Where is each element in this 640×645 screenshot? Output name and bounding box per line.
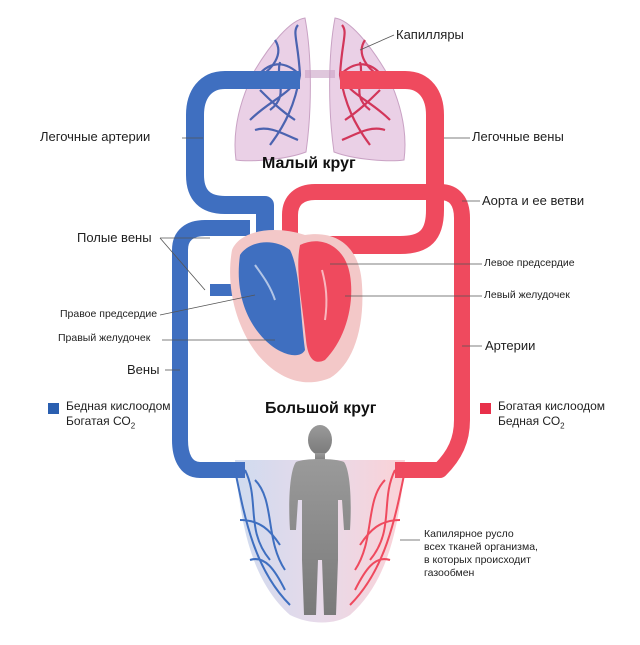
right-ventricle-label: Правый желудочек xyxy=(58,332,151,344)
small-circle-label: Малый круг xyxy=(262,155,356,172)
legend-poor-line1: Бедная кислоодом xyxy=(66,399,171,413)
legend-rich-line2: Бедная СО2 xyxy=(498,414,565,431)
left-atrium-label: Левое предсердие xyxy=(484,257,575,269)
big-circle-label: Большой круг xyxy=(265,400,377,417)
capillary-bed-line-2: всех тканей организма, xyxy=(424,541,538,553)
vena-cava-label: Полые вены xyxy=(77,230,152,245)
legend-poor-swatch xyxy=(48,403,59,414)
human-silhouette xyxy=(289,425,351,615)
pulmonary-vein xyxy=(320,71,444,254)
lungs xyxy=(234,17,406,162)
left-ventricle-label: Левый желудочек xyxy=(484,289,570,301)
right-atrium-label: Правое предсердие xyxy=(60,308,158,320)
capillaries-label: Капилляры xyxy=(396,27,464,42)
right-heart xyxy=(238,242,305,356)
capillary-bed-line-3: в которых происходит xyxy=(424,554,531,566)
arteries-label: Артерии xyxy=(485,338,536,353)
pulmonary-veins-label: Легочные вены xyxy=(472,129,564,144)
pulmonary-arteries-label: Легочные артерии xyxy=(40,129,151,144)
legend-rich-swatch xyxy=(480,403,491,414)
vena-cava-loop xyxy=(172,220,250,478)
aorta-loop xyxy=(282,184,470,478)
pulmonary-artery xyxy=(186,71,300,240)
capillary-bed-line-1: Капилярное русло xyxy=(424,528,514,540)
left-heart xyxy=(298,241,352,362)
aorta-label: Аорта и ее ветви xyxy=(482,193,585,208)
veins-label: Вены xyxy=(127,362,160,377)
legend-rich-line1: Богатая кислоодом xyxy=(498,399,606,413)
legend-poor-line2: Богатая СО2 xyxy=(66,414,136,431)
capillary-bed-line-4: газообмен xyxy=(424,567,475,579)
